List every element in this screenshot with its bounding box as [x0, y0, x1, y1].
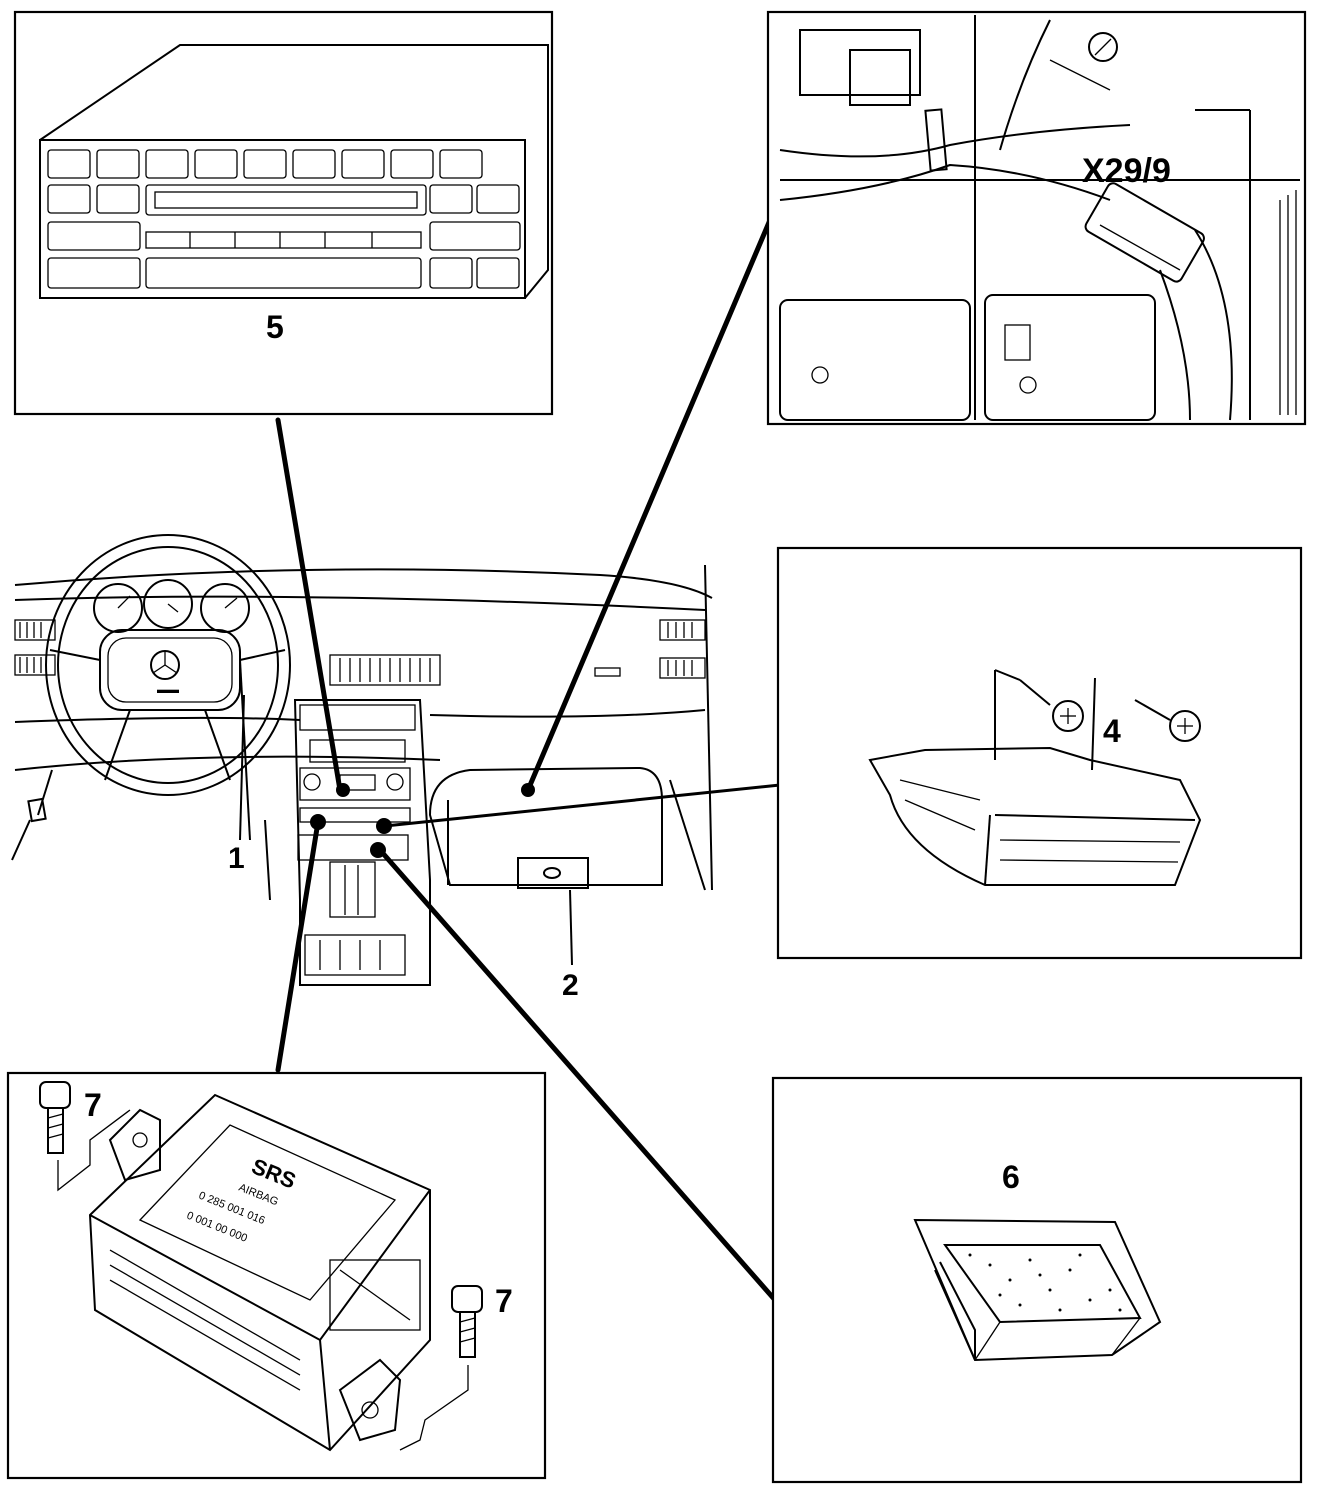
dash-lower-edge	[14, 755, 441, 771]
ashtray-location-dot	[376, 818, 392, 834]
leader-radio	[275, 417, 343, 793]
glove-box	[428, 766, 706, 891]
leader-ashtray	[384, 783, 781, 828]
dash-top-edge	[14, 568, 713, 599]
left-vent	[14, 619, 56, 676]
ground-symbol-icon	[1088, 32, 1118, 62]
callout-5: 5	[266, 309, 284, 345]
srs-module-text-lines	[109, 1249, 301, 1391]
callout-7-top: 7	[84, 1087, 102, 1123]
connector-label: X29/9	[1082, 152, 1171, 190]
leader-lines	[275, 217, 781, 1303]
center-vent	[329, 654, 441, 686]
dash-middle-edge	[14, 716, 301, 723]
connector-x29-9	[1084, 182, 1205, 283]
callout-6: 6	[1002, 1159, 1020, 1195]
right-vent	[594, 619, 706, 679]
steering-column	[239, 659, 251, 841]
dash-right-edge	[704, 564, 713, 891]
leader-module	[275, 819, 321, 1073]
callout-2-leader	[569, 889, 573, 966]
panel-radio: 5	[13, 10, 554, 416]
radio-buttons	[47, 149, 521, 289]
dash-top-edge-2	[14, 595, 706, 611]
leader-tray	[377, 847, 778, 1303]
screw-icon	[1052, 700, 1084, 732]
callout-1-leader	[239, 694, 245, 841]
module-location-dot	[310, 814, 326, 830]
panel-tray: 6	[771, 1076, 1303, 1484]
callout-7-bottom: 7	[495, 1283, 513, 1319]
leader-connector	[525, 217, 773, 793]
dash-right-lower	[429, 709, 706, 718]
bolt-icon	[451, 1285, 483, 1358]
tray-insert	[913, 1218, 1162, 1362]
radio-location-dot	[336, 783, 350, 797]
svg-text:▬▬: ▬▬	[157, 684, 179, 696]
side-vent	[1279, 190, 1297, 415]
panel-srs-module: SRS AIRBAG 0 285 001 016 0 001 00 000	[6, 1071, 547, 1480]
instrument-gauges	[93, 579, 250, 633]
callout-2: 2	[562, 969, 579, 1002]
callout-1: 1	[228, 842, 245, 875]
callout-4: 4	[1103, 713, 1121, 749]
bolt-icon	[39, 1081, 71, 1154]
dashboard-overview: ▬▬	[11, 534, 713, 1002]
panel-connector: X29/9	[766, 10, 1307, 426]
panel-ashtray: 4	[776, 546, 1303, 960]
center-console	[293, 699, 431, 986]
tray-location-dot	[370, 842, 386, 858]
screw-icon	[1169, 710, 1201, 742]
tray-texture	[968, 1253, 1122, 1312]
connector-location-dot	[521, 783, 535, 797]
